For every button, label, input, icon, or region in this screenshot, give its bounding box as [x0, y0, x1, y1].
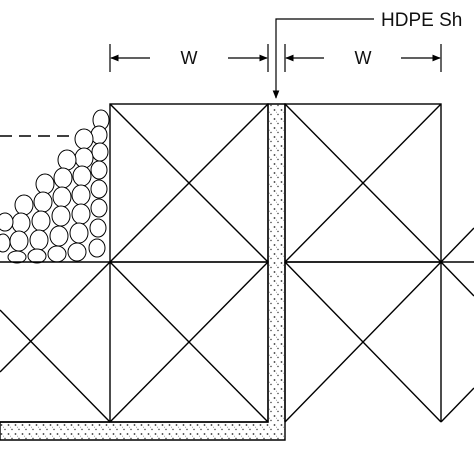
hdpe-callout: HDPE Sh: [272, 10, 462, 99]
dimension-right-w: W: [284, 44, 442, 72]
dimension-left-w: W: [109, 44, 269, 72]
hdpe-sheet: [0, 103, 286, 441]
dimension-right-label: W: [355, 48, 372, 68]
gabion-left-column: [0, 261, 111, 423]
rock-fill: [0, 104, 110, 264]
hdpe-leader-line: [272, 18, 374, 99]
gabion-right-column: [284, 103, 474, 423]
hdpe-callout-label: HDPE Sh: [381, 10, 462, 31]
gabion-middle-column: [109, 103, 269, 423]
dimension-left-label: W: [181, 48, 198, 68]
